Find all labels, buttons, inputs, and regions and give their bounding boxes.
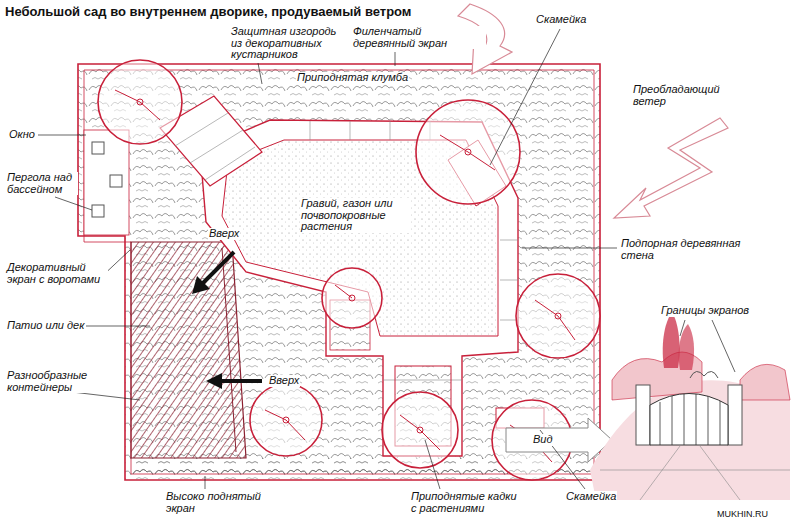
view-label: Вид (532, 434, 554, 446)
wind-label: Преобладающий ветер (632, 84, 726, 107)
bench-label: Скамейка (565, 491, 617, 503)
title: Небольшой сад во внутреннем дворике, про… (5, 4, 411, 20)
tubs-label: Приподнятые кадки с растениями (410, 491, 522, 514)
patio-label: Патио или дек (6, 320, 85, 332)
wall-label: Подпорная деревянная стена (620, 238, 750, 261)
bench-label: Скамейка (535, 14, 587, 26)
pergola-label: Пергола над бассейном (6, 172, 78, 195)
screen-label: Филенчатый деревянный экран (352, 26, 486, 49)
view-sketch (590, 312, 790, 500)
watermark: MUKHIN.RU (716, 509, 769, 521)
gravel-label: Гравий, газон или почвопокровные растени… (300, 198, 410, 233)
bed-label: Приподнятая клумба (296, 72, 409, 84)
up-label: Вверх (268, 375, 300, 387)
gate-screen-label: Декоративный экран с воротами (6, 262, 108, 285)
containers-label: Разнообразные контейнеры (6, 370, 100, 393)
hedge-label: Защитная изгородь из декоративных кустар… (230, 26, 340, 61)
window-label: Окно (8, 129, 36, 141)
high-screen-label: Высоко поднятый экран (165, 491, 267, 514)
screen-bounds-label: Границы экранов (660, 305, 750, 317)
up-label: Вверх (208, 228, 240, 240)
